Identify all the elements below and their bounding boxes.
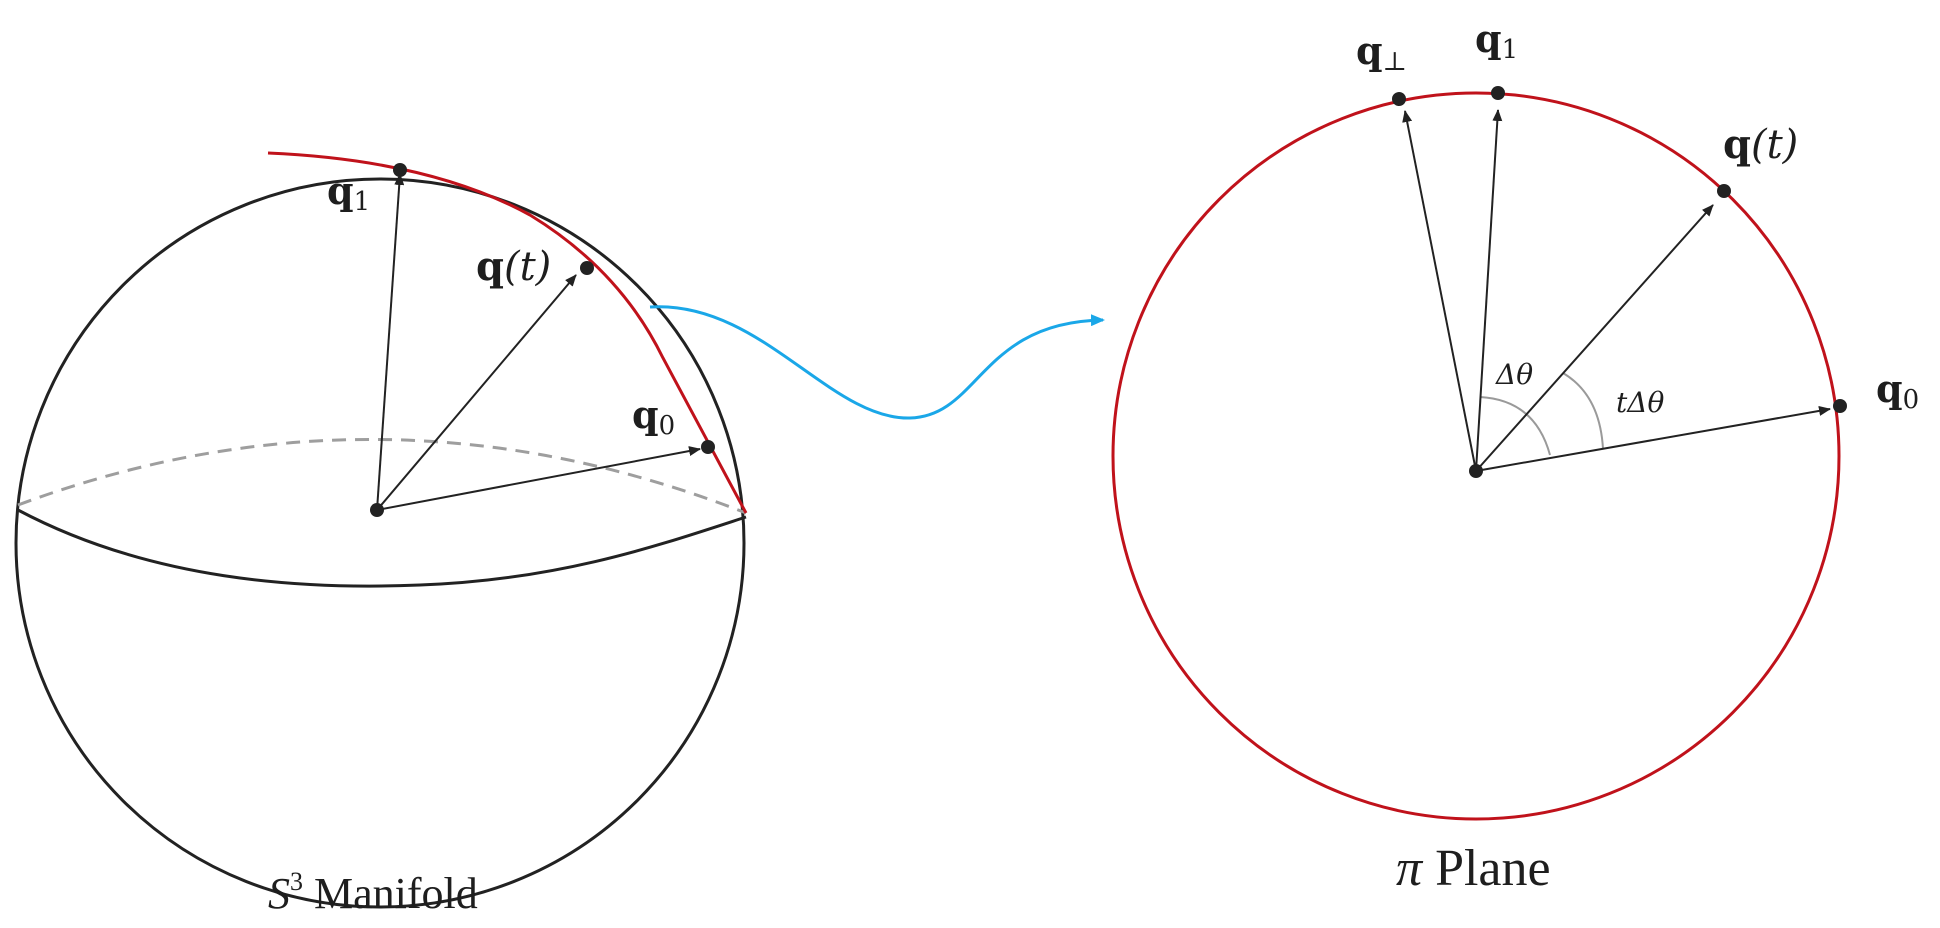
point-qt [1717,184,1731,198]
angle-mark-t-delta-theta [1562,372,1604,450]
caption-pi-plane: π Plane [1396,840,1551,897]
origin-point [370,503,384,517]
point-q1 [1491,86,1505,100]
vector-qt [376,274,577,511]
vector-qt [1475,204,1714,472]
s3-manifold-diagram: q1 q(t) q0 S3 Manifold [14,151,748,918]
label-q1: q1 [1475,16,1518,65]
vector-qperp [1402,110,1477,472]
vector-q1 [1475,109,1503,472]
label-qperp: q⊥ [1356,28,1407,77]
vector-q1 [376,173,405,511]
label-t-delta-theta: tΔθ [1616,386,1664,419]
origin-point [1469,464,1483,478]
angle-mark-delta-theta [1479,396,1551,456]
vector-q0 [1475,405,1831,472]
vector-q0 [376,446,701,511]
point-q0 [1833,399,1847,413]
label-qt: q(t) [1723,121,1798,168]
plane-circle [1111,91,1841,821]
sphere-outline [14,177,746,909]
point-q1 [393,163,407,177]
caption-s3-manifold: S3 Manifold [268,867,478,918]
label-q1: q1 [327,168,370,217]
label-qt: q(t) [476,243,551,290]
label-delta-theta: Δθ [1495,358,1533,391]
point-qperp [1392,92,1406,106]
point-qt [580,261,594,275]
label-q0: q0 [632,392,675,441]
mapping-connector-arrow [649,305,1105,420]
label-q0: q0 [1876,366,1919,415]
geodesic-arc [267,151,748,514]
pi-plane-diagram: q⊥ q1 q(t) q0 Δθ tΔθ π Plane [1111,16,1919,897]
point-q0 [701,440,715,454]
equator-front [17,508,747,588]
